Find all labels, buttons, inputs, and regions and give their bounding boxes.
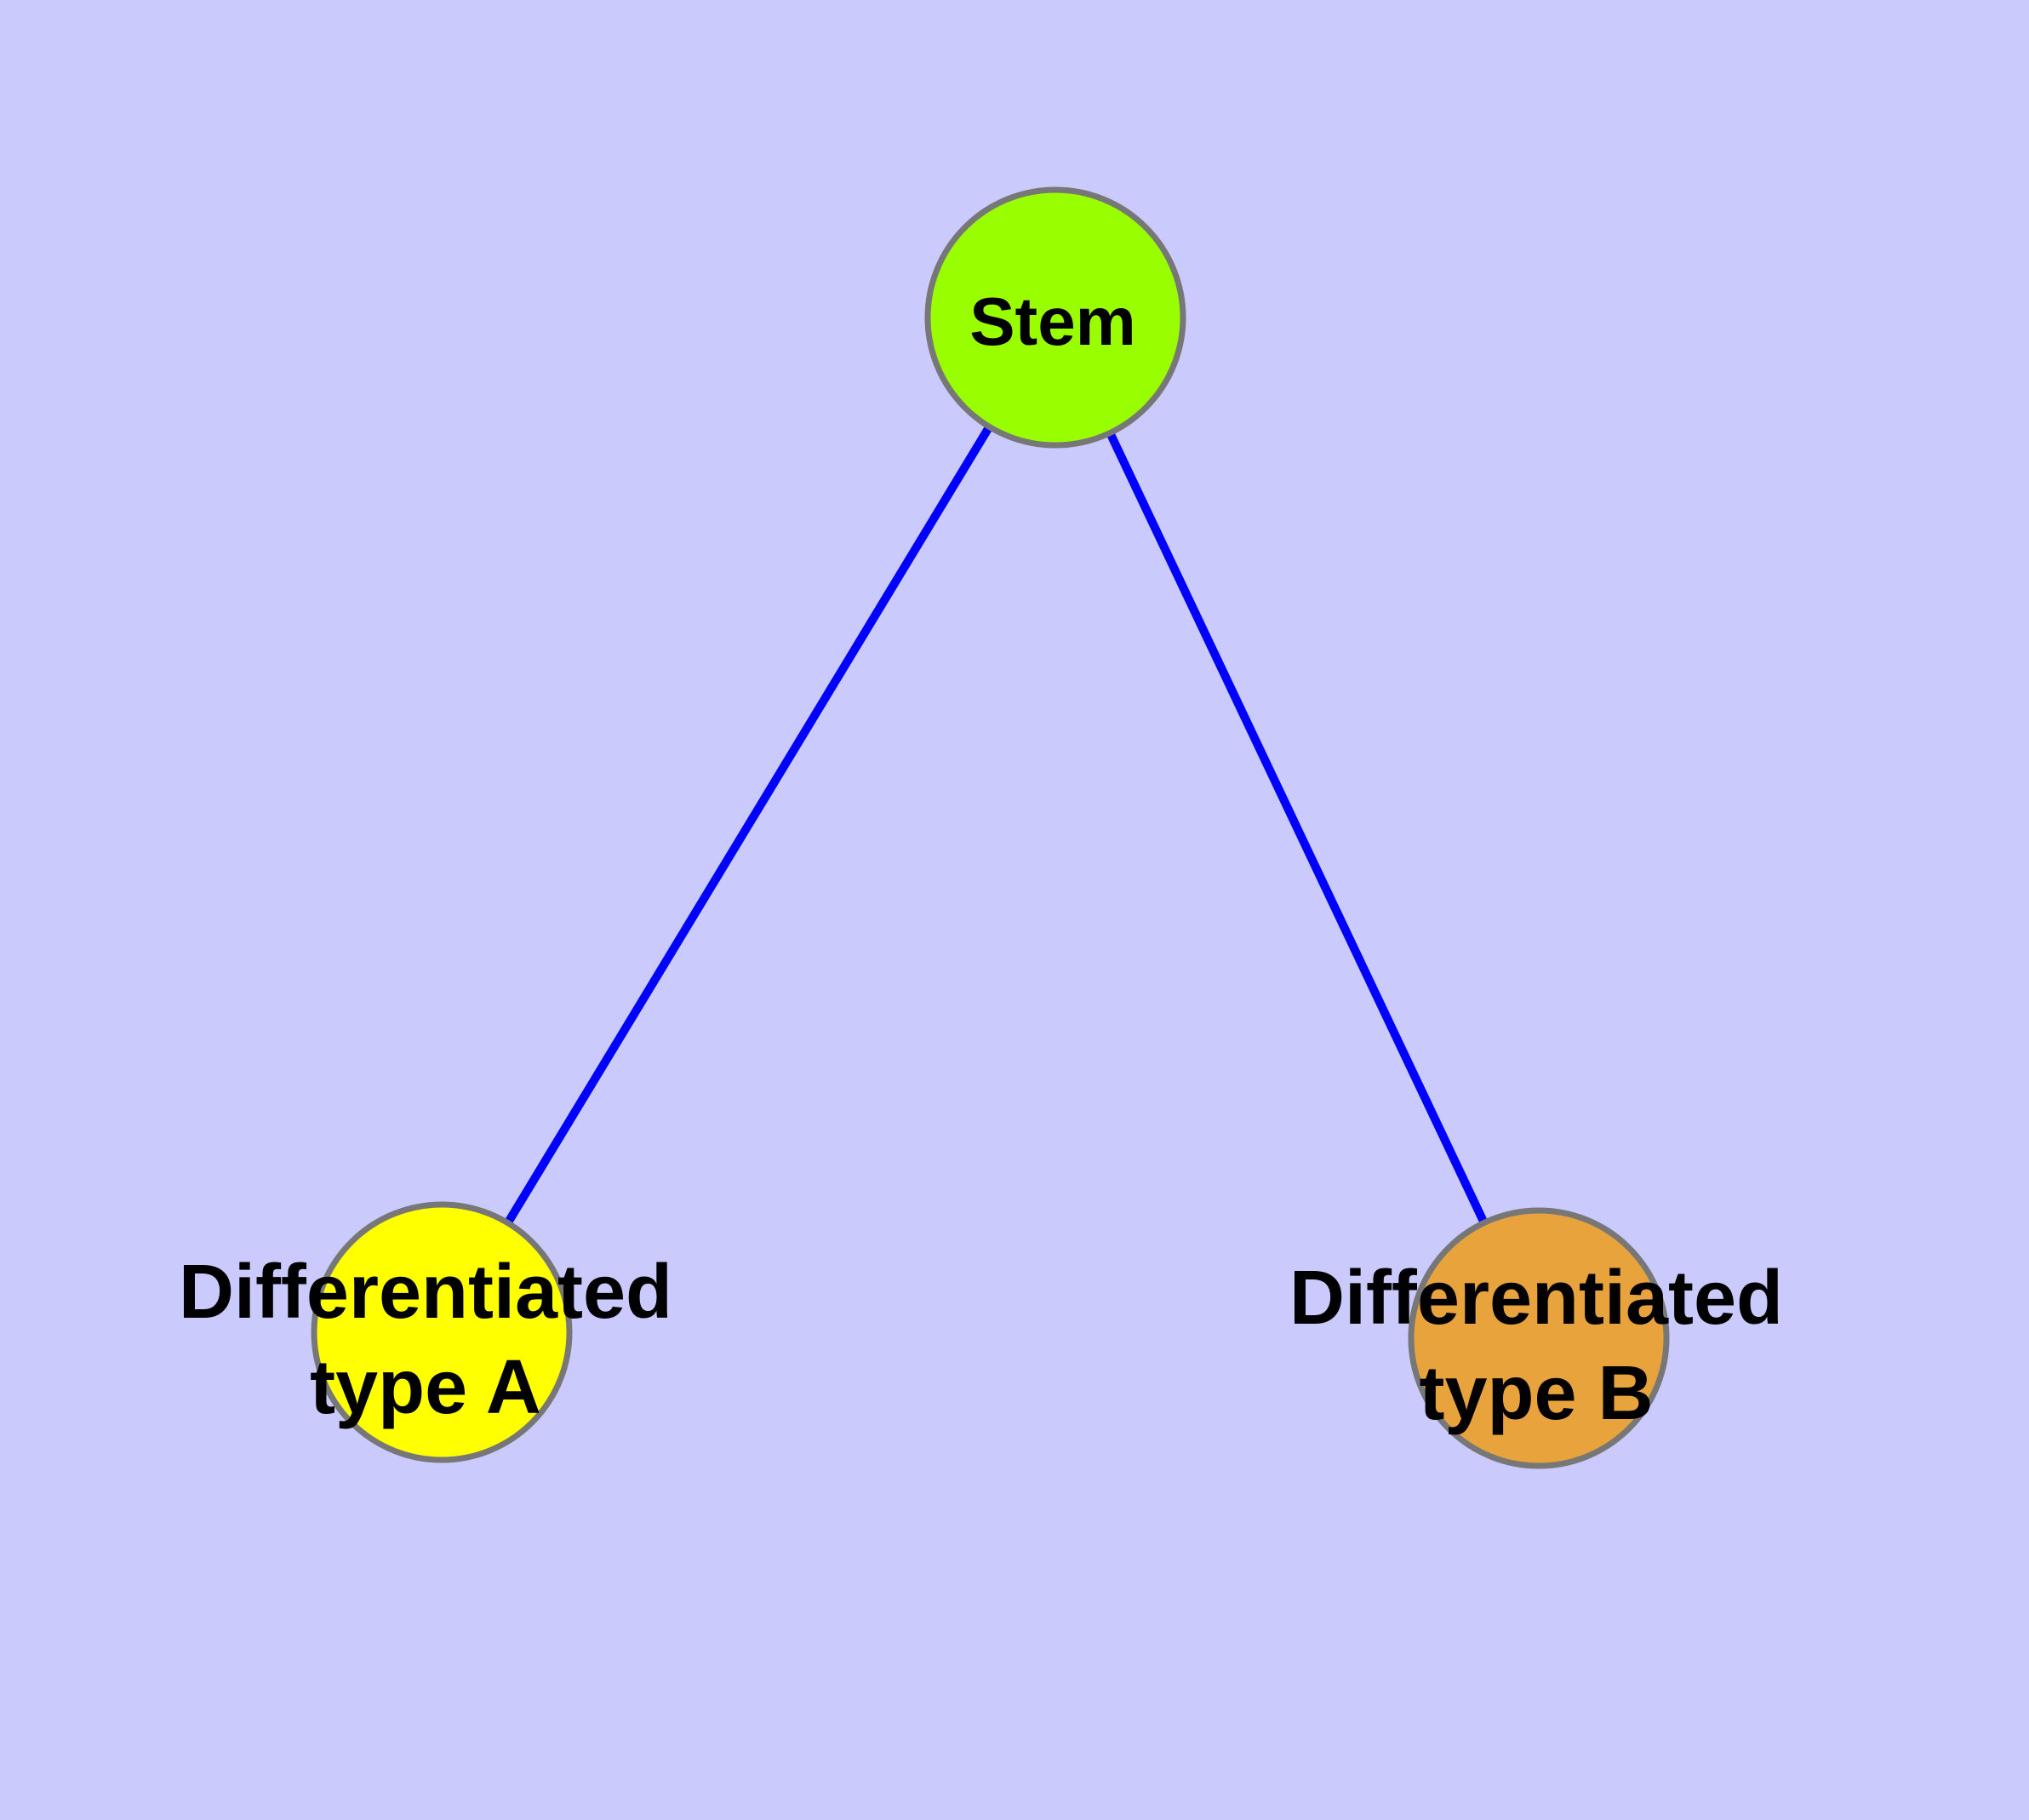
node-stem-label: Stem bbox=[969, 283, 1136, 359]
node-stem bbox=[924, 186, 1186, 449]
node-type-a bbox=[311, 1201, 573, 1463]
node-type-b-label-line1: Differentiated bbox=[1289, 1256, 1783, 1341]
edge-stem-to-type-b bbox=[1051, 315, 1543, 1341]
node-type-a-label-line2: type A bbox=[310, 1345, 541, 1430]
node-type-b-label-line2: type B bbox=[1419, 1351, 1653, 1436]
node-type-a-label-line1: Differentiated bbox=[179, 1250, 672, 1335]
node-type-b bbox=[1408, 1207, 1670, 1469]
edge-stem-to-type-a bbox=[437, 315, 1060, 1335]
